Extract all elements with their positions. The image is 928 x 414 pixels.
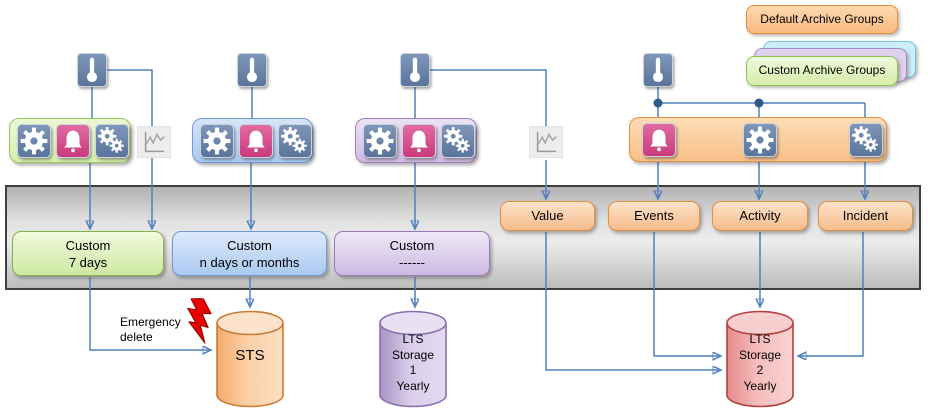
- settings-tile: [743, 123, 777, 157]
- trend-chart-icon: [530, 127, 562, 157]
- gear-icon: [19, 126, 49, 156]
- node-events: Events: [608, 201, 700, 231]
- alarm-bell-icon: [241, 126, 271, 156]
- legend-custom-archive-groups: Custom Archive Groups: [746, 56, 898, 86]
- settings-tile: [17, 123, 51, 158]
- cylinder-label-line: STS: [235, 347, 265, 364]
- thermometer-icon: [644, 54, 672, 86]
- node-label: Events: [634, 208, 674, 223]
- node-custom-dashes: Custom ------: [334, 231, 490, 276]
- settings-tile: [200, 123, 234, 158]
- alarm-tile: [402, 123, 436, 158]
- cylinder-label-line: 2: [756, 363, 764, 377]
- node-activity: Activity: [712, 201, 808, 231]
- cylinder-label-line: Storage: [391, 347, 435, 362]
- junction-dot: [653, 98, 663, 108]
- trend-chart-1: [137, 126, 171, 158]
- thermometer-3: [400, 53, 430, 87]
- thermometer-2: [237, 53, 267, 87]
- double-gears-icon: [280, 126, 310, 156]
- gear-icon: [745, 125, 775, 155]
- node-label: Incident: [842, 208, 889, 223]
- alarm-tile: [56, 123, 90, 158]
- settings-tile: [363, 123, 397, 158]
- gear-icon: [202, 126, 232, 156]
- node-label: Activity: [739, 208, 781, 223]
- cylinder-sts-label: STS: [215, 348, 285, 364]
- thermometer-1: [77, 53, 107, 87]
- alarm-bell-icon: [404, 126, 434, 156]
- advanced-settings-tile: [849, 123, 883, 157]
- cylinder-label-line: Storage: [738, 347, 782, 362]
- trend-chart-icon: [138, 127, 170, 157]
- node-label: Value: [531, 208, 564, 223]
- alarm-tile: [239, 123, 273, 158]
- node-custom-7-days: Custom 7 days: [12, 231, 164, 276]
- alarm-bell-icon: [644, 125, 674, 155]
- advanced-settings-tile: [95, 123, 129, 158]
- lightning-bolt-icon: [187, 298, 212, 344]
- thermometer-icon: [78, 54, 106, 86]
- cylinder-lts1-label: LTS Storage 1 Yearly: [378, 332, 448, 394]
- cylinder-sts: [216, 310, 284, 408]
- alarm-bell-icon: [58, 126, 88, 156]
- emergency-line2: delete: [120, 330, 153, 344]
- thermometer-icon: [238, 54, 266, 86]
- custom-archive-group-blue: [192, 118, 313, 163]
- cylinder-lts2-label: LTS Storage 2 Yearly: [725, 332, 795, 394]
- node-incident: Incident: [818, 201, 913, 231]
- cylinder-label-line: LTS: [749, 332, 771, 346]
- advanced-settings-tile: [278, 123, 312, 158]
- cylinder-label-line: 1: [409, 363, 417, 377]
- double-gears-icon: [851, 125, 881, 155]
- trend-chart-2: [529, 126, 563, 158]
- junction-dot: [754, 98, 764, 108]
- legend-default-archive-groups: Default Archive Groups: [746, 5, 898, 34]
- cylinder-label-line: Yearly: [396, 378, 430, 393]
- double-gears-icon: [97, 126, 127, 156]
- default-archive-group-orange: [629, 117, 887, 162]
- cylinder-label-line: Yearly: [743, 378, 777, 393]
- node-label: Custom: [389, 238, 435, 253]
- double-gears-icon: [443, 126, 473, 156]
- gear-icon: [365, 126, 395, 156]
- custom-archive-group-green: [9, 118, 131, 163]
- node-label: Custom: [227, 238, 272, 253]
- advanced-settings-tile: [441, 123, 475, 158]
- legend-custom-label: Custom Archive Groups: [758, 63, 886, 77]
- cylinder-label-line: LTS: [402, 332, 424, 346]
- node-value: Value: [500, 201, 595, 231]
- emergency-line1: Emergency: [120, 315, 181, 329]
- node-label: 7 days: [68, 255, 108, 270]
- legend-default-label: Default Archive Groups: [760, 12, 884, 26]
- cylinder-lts-storage-2: [726, 310, 794, 408]
- node-label: Custom: [65, 238, 111, 253]
- node-label: ------: [399, 255, 425, 270]
- node-label: n days or months: [199, 255, 300, 270]
- thermometer-4: [643, 53, 673, 87]
- node-custom-n-days: Custom n days or months: [172, 231, 327, 276]
- alarm-tile: [642, 123, 676, 157]
- thermometer-icon: [401, 54, 429, 86]
- cylinder-lts-storage-1: [379, 310, 447, 408]
- custom-archive-group-purple: [355, 118, 477, 163]
